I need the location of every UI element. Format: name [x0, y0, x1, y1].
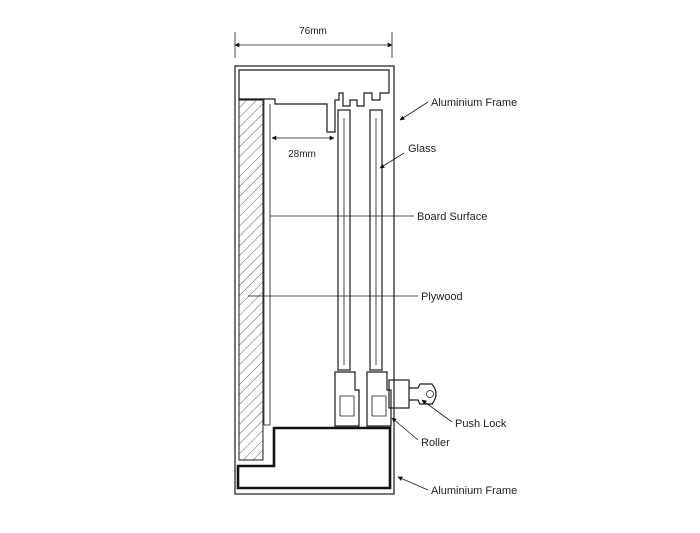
label-board-surface: Board Surface: [417, 211, 487, 223]
leader-aluminium-frame-bottom: [397, 476, 429, 491]
outer-frame: [234, 65, 395, 495]
glass-pane-right: [369, 109, 383, 371]
roller-right: [371, 395, 387, 417]
roller-left: [339, 395, 355, 417]
glass-panes: [337, 109, 383, 371]
dimension-28mm-label: 28mm: [288, 149, 316, 160]
top-aluminium-frame: [238, 69, 390, 425]
plywood-hatch: [238, 99, 264, 461]
callout-leaders: [248, 101, 453, 491]
label-push-lock: Push Lock: [455, 418, 507, 430]
bottom-frame-profile: [236, 426, 392, 490]
label-aluminium-frame-bottom: Aluminium Frame: [431, 485, 517, 497]
dimension-76mm-label: 76mm: [299, 26, 327, 37]
push-lock: [388, 379, 437, 409]
push-lock-body: [388, 379, 410, 409]
plywood-panel: [238, 99, 264, 461]
label-roller: Roller: [421, 437, 450, 449]
leader-glass: [379, 152, 405, 169]
roller-assemblies: [334, 371, 392, 427]
leader-roller: [391, 417, 419, 441]
top-frame-profile: [238, 69, 390, 133]
bottom-aluminium-frame: [236, 424, 392, 490]
push-lock-key: [409, 383, 437, 405]
leader-aluminium-frame-top: [399, 101, 429, 121]
outer-frame-outline: [234, 65, 395, 495]
roller-holder-right: [366, 371, 392, 427]
glass-pane-left: [337, 109, 351, 371]
push-lock-hole: [426, 390, 434, 398]
label-plywood: Plywood: [421, 291, 463, 303]
dimension-28mm: 28mm: [271, 135, 335, 160]
roller-holder-left: [334, 371, 360, 427]
dimension-76mm: 76mm: [234, 26, 393, 58]
label-glass: Glass: [408, 143, 437, 155]
labels: Aluminium Frame Glass Board Surface Plyw…: [408, 97, 517, 497]
label-aluminium-frame-top: Aluminium Frame: [431, 97, 517, 109]
leader-push-lock: [421, 399, 453, 423]
